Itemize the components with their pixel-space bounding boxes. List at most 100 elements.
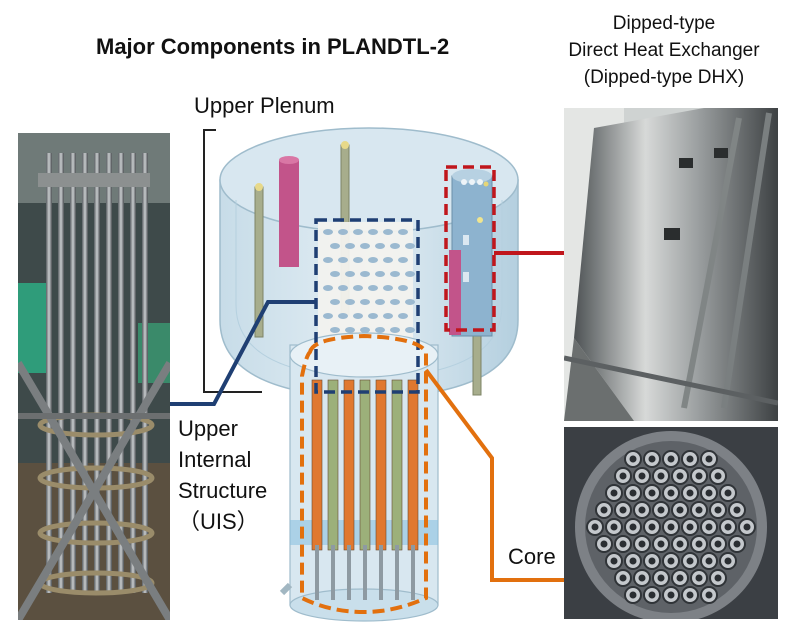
uis-plate-hole: [390, 327, 400, 333]
core-photo-pin-hole: [714, 506, 722, 514]
uis-plate-hole: [368, 313, 378, 319]
uis-plate-hole: [345, 327, 355, 333]
core-photo-pin-hole: [686, 557, 694, 565]
core-photo-pin-hole: [657, 574, 665, 582]
core-photo-pin-hole: [657, 506, 665, 514]
core-photo-pin-hole: [724, 489, 732, 497]
core-photo-pin-hole: [686, 591, 694, 599]
core-photo-pin-hole: [619, 574, 627, 582]
core-photo-pin-hole: [600, 540, 608, 548]
uis-plate-hole: [353, 257, 363, 263]
uis-plate-hole: [405, 243, 415, 249]
uis-plate-hole: [383, 313, 393, 319]
uis-plate-hole: [345, 271, 355, 277]
uis-photo-rod: [70, 153, 76, 593]
uis-plate-hole: [323, 229, 333, 235]
core-fuel-rod: [343, 379, 355, 551]
core-photo-pin-hole: [648, 591, 656, 599]
core-photo-pin-hole: [714, 472, 722, 480]
core-photo-pin-hole: [714, 540, 722, 548]
uis-highlight-box: [314, 218, 420, 394]
uis-plate-hole: [390, 271, 400, 277]
core-photo-pin-hole: [743, 523, 751, 531]
uis-photo: [18, 133, 170, 620]
core-photo-pin-hole: [705, 591, 713, 599]
uis-plate-hole: [345, 299, 355, 305]
uis-plate-hole: [368, 285, 378, 291]
uis-leader-line: [170, 300, 316, 406]
core-photo-pin-hole: [610, 557, 618, 565]
core-photo-pin-hole: [695, 472, 703, 480]
uis-label: Upper Internal Structure （UIS）: [178, 413, 267, 537]
figure-title: Major Components in PLANDTL-2: [96, 34, 450, 59]
core-photo: [564, 427, 778, 619]
core-photo-pin-hole: [714, 574, 722, 582]
core-rod-support: [379, 545, 383, 600]
uis-plate-hole: [398, 313, 408, 319]
uis-plate-hole: [383, 229, 393, 235]
uis-plate-hole: [353, 229, 363, 235]
uis-plate-hole: [330, 327, 340, 333]
core-photo-pin-hole: [657, 472, 665, 480]
core-photo-pin-hole: [686, 489, 694, 497]
core-photo-pin-hole: [733, 540, 741, 548]
core-photo-pin-hole: [648, 557, 656, 565]
uis-photo-rod: [106, 153, 112, 593]
core-photo-pin-hole: [705, 523, 713, 531]
core-fuel-rod: [359, 379, 371, 551]
core-photo-pin-hole: [600, 506, 608, 514]
uis-plate-hole: [405, 271, 415, 277]
uis-plate-hole: [390, 243, 400, 249]
dhx-label-line2: Direct Heat Exchanger: [568, 40, 760, 61]
uis-plate-hole: [375, 299, 385, 305]
uis-plate-hole: [405, 327, 415, 333]
core-photo-pin-hole: [686, 523, 694, 531]
uis-photo-rod: [130, 153, 136, 593]
uis-plate-hole: [323, 313, 333, 319]
core-photo-pin-hole: [629, 455, 637, 463]
dhx-label-line3: (Dipped-type DHX): [583, 67, 745, 88]
core-fuel-rod: [391, 379, 403, 551]
uis-plate-hole: [398, 257, 408, 263]
core-photo-pin-hole: [638, 540, 646, 548]
uis-plate-hole: [368, 257, 378, 263]
uis-plate-hole: [405, 299, 415, 305]
uis-plate-hole: [330, 243, 340, 249]
core-photo-pin-hole: [610, 523, 618, 531]
core-photo-pin-hole: [705, 455, 713, 463]
core-photo-pin-hole: [695, 540, 703, 548]
core-rod-support: [331, 545, 335, 600]
upper-plenum-label: Upper Plenum: [194, 93, 335, 118]
uis-plate-hole: [338, 257, 348, 263]
core-photo-pin-hole: [610, 489, 618, 497]
dhx-highlight-box: [444, 165, 496, 332]
uis-plate-hole: [338, 229, 348, 235]
dhx-component: [449, 169, 493, 337]
uis-plate-hole: [375, 327, 385, 333]
uis-plate-hole: [353, 313, 363, 319]
core-photo-pin-hole: [695, 506, 703, 514]
dhx-photo: [564, 108, 778, 421]
core-highlight-box: [300, 333, 428, 615]
uis-label-line3: Structure: [178, 478, 268, 503]
uis-plate-hole: [330, 271, 340, 277]
uis-plate-hole: [338, 285, 348, 291]
core-photo-pin-hole: [676, 540, 684, 548]
uis-plate-hole: [390, 299, 400, 305]
core-photo-pin-hole: [705, 489, 713, 497]
core-rod-support: [411, 545, 415, 600]
core-photo-pin-hole: [695, 574, 703, 582]
core-photo-pin-hole: [667, 557, 675, 565]
core-photo-pin-hole: [638, 574, 646, 582]
core-photo-pin-hole: [648, 523, 656, 531]
uis-plate-hole: [360, 327, 370, 333]
dhx-label: Dipped-type Direct Heat Exchanger (Dippe…: [540, 10, 788, 91]
core-photo-pin-hole: [676, 472, 684, 480]
core-fuel-rod: [407, 379, 419, 551]
core-photo-pin-hole: [629, 489, 637, 497]
uis-plate-hole: [375, 243, 385, 249]
core-fuel-rod: [375, 379, 387, 551]
core-photo-pin-hole: [657, 540, 665, 548]
uis-plate-hole: [398, 229, 408, 235]
